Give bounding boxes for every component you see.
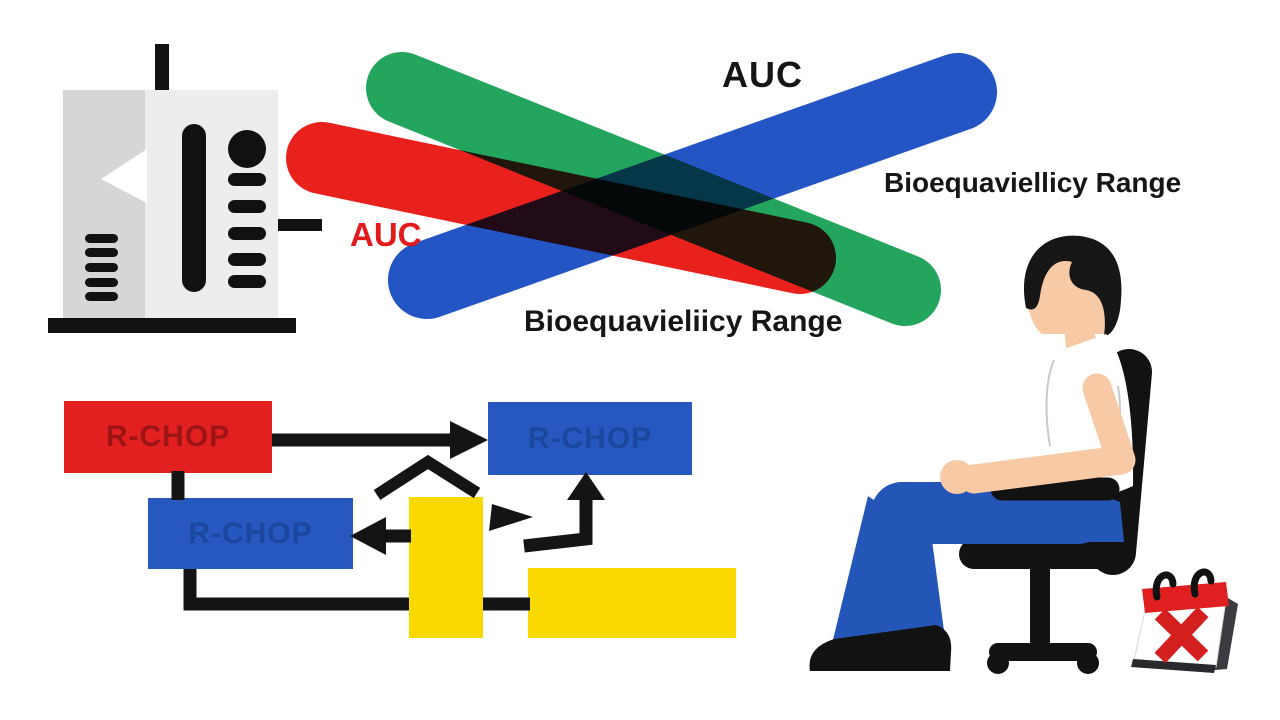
calendar-bottom-edge <box>1131 659 1216 673</box>
elbow-arrow-up <box>523 498 593 553</box>
flowchart-box-label: R-CHOP <box>105 420 231 453</box>
machine-slot <box>182 124 206 292</box>
chevron-mark <box>373 454 481 501</box>
machine-vent-dash <box>228 253 266 266</box>
person-arm <box>959 373 1136 494</box>
calendar-side-panel <box>1203 588 1238 671</box>
calendar-x-mark <box>1154 608 1209 662</box>
machine-vent-dash <box>228 173 266 186</box>
dispenser-machine-icon <box>48 44 328 336</box>
flowchart-box-blue-mid-left: R-CHOP <box>148 498 353 569</box>
green-bar <box>366 52 941 326</box>
person-face <box>1027 237 1120 334</box>
person-shin <box>830 496 946 652</box>
flowchart-box-yellow-horizontal <box>528 568 736 638</box>
machine-vent-dash <box>228 200 266 213</box>
calendar-ring <box>1152 571 1177 601</box>
calendar-x-mark <box>1154 606 1209 664</box>
person-neck <box>1064 318 1106 362</box>
chair-wheel <box>987 652 1009 674</box>
arrowhead-right <box>450 421 488 459</box>
machine-vent-dash <box>228 227 266 240</box>
calendar-header <box>1142 582 1229 613</box>
blue-bar <box>388 53 997 319</box>
flowchart-box-blue-top-right: R-CHOP <box>488 402 692 475</box>
person-shoe <box>809 625 952 671</box>
chair-wheel <box>1077 652 1099 674</box>
chair-post <box>1030 560 1050 652</box>
machine-vent-dash <box>228 275 266 288</box>
shirt-seam <box>1111 385 1121 471</box>
machine-antenna <box>155 44 169 94</box>
dart-arrowhead <box>489 504 533 531</box>
auc-label-left: AUC <box>350 216 422 253</box>
chair-backrest <box>1090 349 1152 575</box>
person-shirt <box>1021 334 1134 499</box>
person-hip <box>1032 494 1124 542</box>
bottom-connector <box>183 569 409 611</box>
machine-vent-dash-small <box>85 292 118 301</box>
machine-vent-dash-small <box>85 234 118 243</box>
range-label-right: Bioequaviellicy Range <box>884 167 1182 198</box>
machine-base <box>48 318 296 333</box>
shirt-seam <box>1045 359 1055 447</box>
machine-vent-dash-small <box>85 263 118 272</box>
flowchart-box-label: R-CHOP <box>188 516 313 550</box>
flowchart-box-yellow-vertical <box>409 497 483 638</box>
machine-vent-dash-small <box>85 278 118 287</box>
machine-spout <box>278 219 322 231</box>
machine-vent-dash-small <box>85 248 118 257</box>
machine-notch <box>101 149 147 203</box>
range-label-bottom: Bioequavieliicy Range <box>524 305 843 338</box>
person-hair <box>1023 235 1122 336</box>
arrowhead-left <box>350 517 386 555</box>
arrowhead-up <box>567 472 605 500</box>
auc-label-top: AUC <box>722 54 803 95</box>
calendar-ring <box>1190 568 1215 598</box>
flowchart-box-label: R-CHOP <box>527 421 653 455</box>
machine-knob <box>228 130 266 168</box>
person-hand <box>940 460 974 494</box>
calendar-page <box>1133 599 1227 668</box>
flowchart-box-red: R-CHOP <box>64 401 272 473</box>
